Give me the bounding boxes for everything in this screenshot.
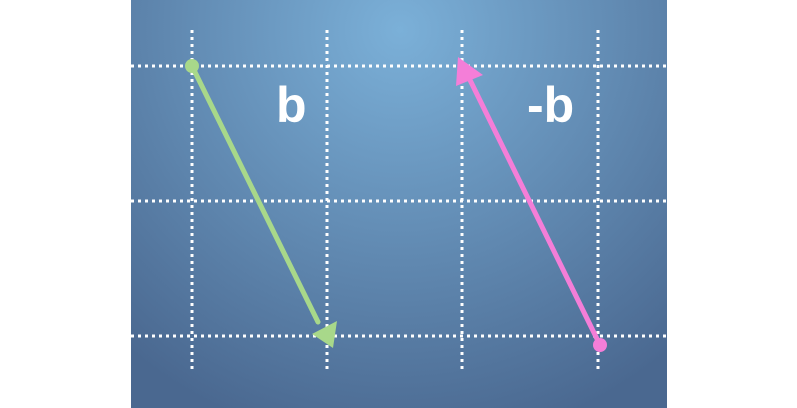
vector-b-label: b [276,77,307,133]
vector-neg-b-tail-dot [593,338,607,352]
vector-neg-b-label: -b [527,77,574,133]
vector-b [185,59,337,348]
vector-neg-b-shaft [467,77,603,348]
background [131,0,667,408]
vector-b-arrowhead [312,321,337,348]
diagram-panel: b -b [131,0,667,408]
grid [131,30,667,372]
vector-neg-b-arrowhead [456,57,483,86]
vector-b-tail-dot [185,59,199,73]
vector-b-shaft [189,63,321,325]
vector-neg-b [456,57,607,352]
